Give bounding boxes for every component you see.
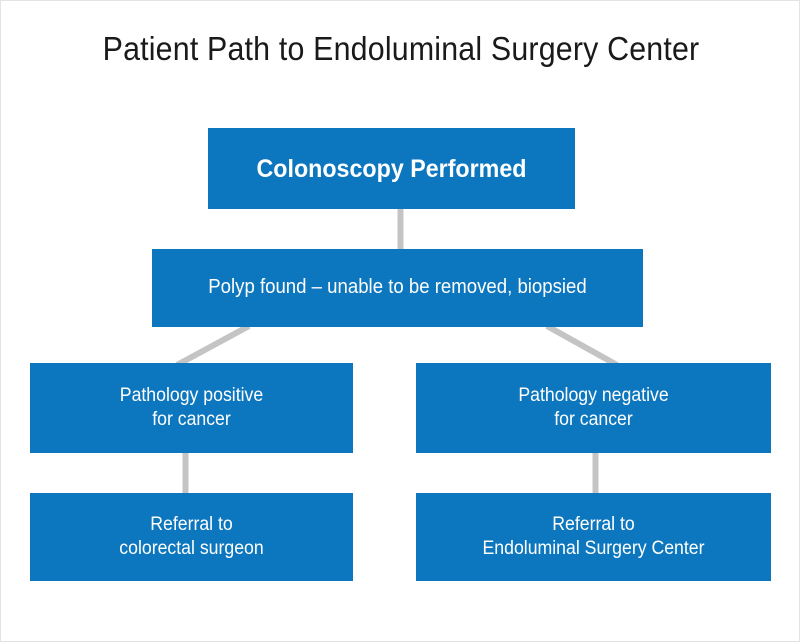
node-referral-endoluminal-surgery-center-label: Referral to Endoluminal Surgery Center xyxy=(482,513,705,559)
connector-polyp-to-path-negative xyxy=(545,323,619,368)
node-polyp-found[interactable]: Polyp found – unable to be removed, biop… xyxy=(152,249,643,327)
node-polyp-found-label: Polyp found – unable to be removed, biop… xyxy=(208,276,587,299)
node-colonoscopy-performed-label: Colonoscopy Performed xyxy=(256,154,527,183)
node-referral-endoluminal-surgery-center[interactable]: Referral to Endoluminal Surgery Center xyxy=(416,493,771,581)
node-colonoscopy-performed[interactable]: Colonoscopy Performed xyxy=(208,128,575,209)
node-pathology-positive-label: Pathology positive for cancer xyxy=(119,384,264,430)
node-referral-colorectal-surgeon[interactable]: Referral to colorectal surgeon xyxy=(30,493,353,581)
node-pathology-negative-label: Pathology negative for cancer xyxy=(518,384,669,430)
node-pathology-positive[interactable]: Pathology positive for cancer xyxy=(30,363,353,453)
connector-polyp-to-path-positive xyxy=(175,323,251,368)
node-referral-colorectal-surgeon-label: Referral to colorectal surgeon xyxy=(119,513,264,559)
page-title: Patient Path to Endoluminal Surgery Cent… xyxy=(102,30,700,67)
node-pathology-negative[interactable]: Pathology negative for cancer xyxy=(416,363,771,453)
